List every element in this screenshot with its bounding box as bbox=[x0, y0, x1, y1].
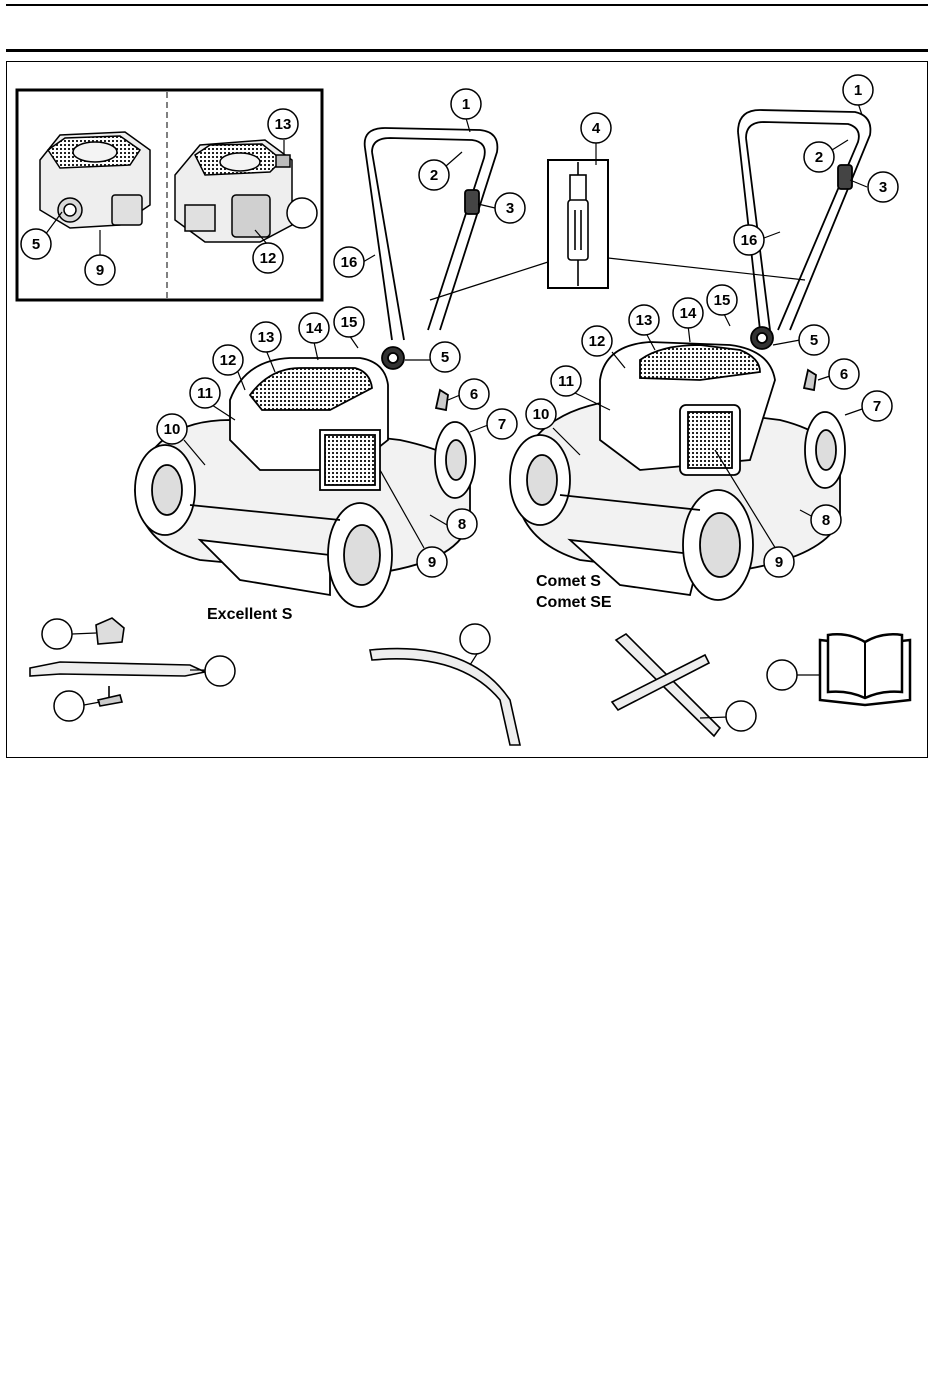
callout-number: 6 bbox=[840, 366, 848, 383]
callout-number: 12 bbox=[260, 250, 277, 267]
callout-number: 5 bbox=[441, 349, 449, 366]
callout-number: 3 bbox=[879, 179, 887, 196]
callout-callouts_left-8: 8 bbox=[447, 509, 477, 539]
callout-callouts_left-9: 9 bbox=[417, 547, 447, 577]
callout-callouts_left-13: 13 bbox=[251, 322, 281, 352]
callout-callouts_inset-12: 12 bbox=[253, 243, 283, 273]
engine-a-illustration bbox=[40, 132, 150, 228]
model-label-comet-s: Comet S bbox=[536, 573, 601, 590]
callout-number: 9 bbox=[428, 554, 436, 571]
callout-number: 10 bbox=[533, 406, 550, 423]
callout-callouts_inset-5: 5 bbox=[21, 229, 51, 259]
callout-number: 15 bbox=[341, 314, 358, 331]
callout-callouts_right-15: 15 bbox=[707, 285, 737, 315]
callout-callouts_right-16: 16 bbox=[734, 225, 764, 255]
model-label-excellent: Excellent S bbox=[207, 606, 293, 623]
callout-number: 12 bbox=[589, 333, 606, 350]
callout-callouts_left-16: 16 bbox=[334, 247, 364, 277]
callout-callouts_left-5: 5 bbox=[430, 342, 460, 372]
callout-callout_center-4: 4 bbox=[581, 113, 611, 143]
callout-callouts_left-6: 6 bbox=[459, 379, 489, 409]
callout-number: 7 bbox=[498, 416, 506, 433]
callout-number: 3 bbox=[506, 200, 514, 217]
callout-callouts_right-10: 10 bbox=[526, 399, 556, 429]
callout-number: 6 bbox=[470, 386, 478, 403]
blade-bolt-illustration bbox=[98, 695, 122, 706]
callout-number: 7 bbox=[873, 398, 881, 415]
callout-number: 5 bbox=[32, 236, 40, 253]
callout-number: 1 bbox=[854, 82, 862, 99]
callout-number: 9 bbox=[96, 262, 104, 279]
callout-callouts_right-9: 9 bbox=[764, 547, 794, 577]
callout-number: 8 bbox=[458, 516, 466, 533]
callout-number: 5 bbox=[810, 332, 818, 349]
callout-callouts_right-13: 13 bbox=[629, 305, 659, 335]
callout-callouts_right-3: 3 bbox=[868, 172, 898, 202]
callout-callouts_left-1: 1 bbox=[451, 89, 481, 119]
callout-number: 9 bbox=[775, 554, 783, 571]
callout-number: 14 bbox=[680, 305, 697, 322]
callout-number: 11 bbox=[197, 385, 213, 402]
callout-callouts_left-15: 15 bbox=[334, 307, 364, 337]
callout-callouts_right-11: 11 bbox=[551, 366, 581, 396]
callout-number: 2 bbox=[815, 149, 823, 166]
callout-callouts_left-7: 7 bbox=[487, 409, 517, 439]
callout-number: 16 bbox=[341, 254, 358, 271]
blade-illustration bbox=[30, 662, 205, 676]
callout-number: 12 bbox=[220, 352, 237, 369]
callout-callouts_right-5: 5 bbox=[799, 325, 829, 355]
callout-callouts_left-3: 3 bbox=[495, 193, 525, 223]
callout-callouts_left-12: 12 bbox=[213, 345, 243, 375]
callout-callouts_right-6: 6 bbox=[829, 359, 859, 389]
engine-b-illustration bbox=[175, 140, 292, 242]
callout-callouts_right-8: 8 bbox=[811, 505, 841, 535]
callout-callouts_right-14: 14 bbox=[673, 298, 703, 328]
callout-callouts_right-12: 12 bbox=[582, 326, 612, 356]
callout-number: 4 bbox=[592, 120, 601, 137]
callout-number: 13 bbox=[258, 329, 275, 346]
callout-number: 16 bbox=[741, 232, 758, 249]
callout-number: 11 bbox=[558, 373, 574, 390]
callout-number: 2 bbox=[430, 167, 438, 184]
callout-number: 13 bbox=[275, 116, 292, 133]
callout-number: 15 bbox=[714, 292, 731, 309]
blade-nut-illustration bbox=[96, 618, 124, 644]
callout-number: 8 bbox=[822, 512, 830, 529]
callout-callouts_left-14: 14 bbox=[299, 313, 329, 343]
callout-number: 13 bbox=[636, 312, 653, 329]
callout-number: 1 bbox=[462, 96, 470, 113]
callout-callouts_left-10: 10 bbox=[157, 414, 187, 444]
callout-callouts_inset-13: 13 bbox=[268, 109, 298, 139]
callout-callouts_right-7: 7 bbox=[862, 391, 892, 421]
callout-number: 14 bbox=[306, 320, 323, 337]
model-label-comet-se: Comet SE bbox=[536, 594, 612, 611]
callout-callouts_left-11: 11 bbox=[190, 378, 220, 408]
callout-callouts_right-1: 1 bbox=[843, 75, 873, 105]
callout-callouts_inset-9: 9 bbox=[85, 255, 115, 285]
callout-number: 10 bbox=[164, 421, 181, 438]
manual-book-icon bbox=[820, 634, 910, 705]
callout-callouts_right-2: 2 bbox=[804, 142, 834, 172]
cable-detail bbox=[548, 140, 608, 288]
mulch-plate-illustration bbox=[370, 649, 520, 745]
callout-callouts_left-2: 2 bbox=[419, 160, 449, 190]
